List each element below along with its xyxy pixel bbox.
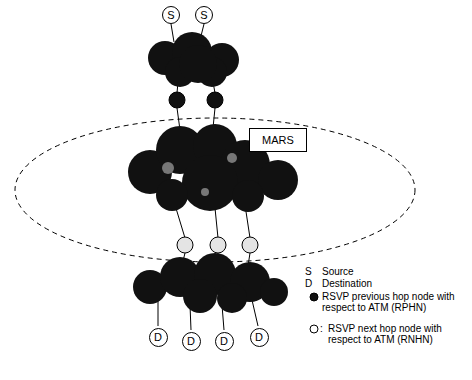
atm-region <box>15 118 415 262</box>
legend-text: RSVP previous hop node with respect to A… <box>322 291 462 313</box>
rphn-dots <box>169 92 223 108</box>
legend-symbol-letter: S <box>305 266 312 277</box>
legend-text: RSVP next hop node with respect to ATM (… <box>328 323 464 345</box>
legend-filled-dot <box>310 293 318 301</box>
link <box>252 300 258 326</box>
node-label: D <box>220 335 228 347</box>
destination-node: D <box>149 328 168 347</box>
node-label: MARS <box>262 134 294 146</box>
node-label: D <box>187 335 195 347</box>
destination-node: D <box>215 332 234 351</box>
node-label: D <box>255 331 263 343</box>
mars-server-box: MARS <box>249 128 307 152</box>
source-node: S <box>195 6 213 24</box>
legend-entry: Destination <box>322 278 462 289</box>
destination-node: D <box>250 328 269 347</box>
legend-text: Destination <box>322 278 372 289</box>
node-label: S <box>200 9 207 21</box>
legend-entry: RSVP next hop node with respect to ATM (… <box>328 323 464 345</box>
legend-entry: RSVP previous hop node with respect to A… <box>322 291 462 313</box>
atm-cloud <box>128 124 298 212</box>
legend-text: Source <box>322 266 354 277</box>
legend-hollow-dot <box>310 325 318 333</box>
node-label: D <box>154 331 162 343</box>
node-label: S <box>167 9 174 21</box>
legend-symbols <box>310 293 318 333</box>
bottom-cloud <box>133 253 288 313</box>
cloud-shade <box>162 153 237 196</box>
legend-symbol-letter: D <box>305 278 312 289</box>
top-cloud <box>148 32 239 87</box>
source-node: S <box>162 6 180 24</box>
legend-entry: Source <box>322 266 462 277</box>
legend-separator: : <box>320 323 323 334</box>
rnhn-dots <box>177 237 258 253</box>
link <box>158 300 159 326</box>
link <box>171 24 174 42</box>
link <box>215 208 218 238</box>
destination-node: D <box>182 332 201 351</box>
